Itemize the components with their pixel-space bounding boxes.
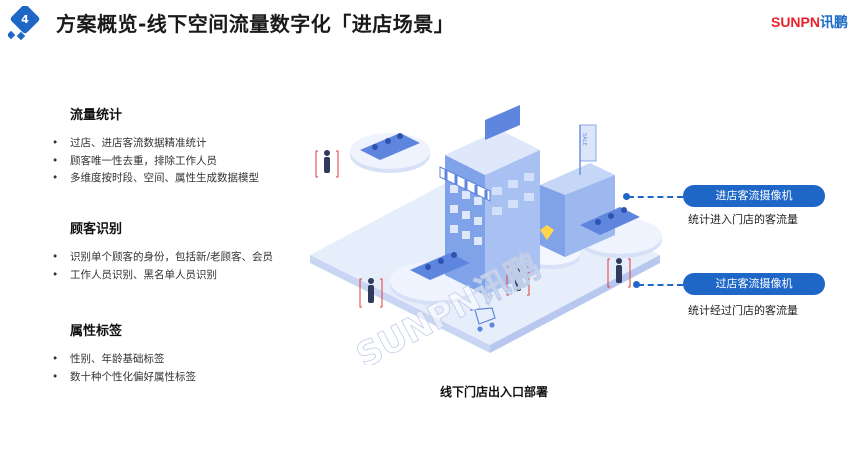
list-item: 多维度按时段、空间、属性生成数据模型 — [52, 170, 330, 188]
section-traffic-stats: 流量统计 过店、进店客流数据精准统计 顾客唯一性去重，排除工作人员 多维度按时段… — [52, 104, 330, 188]
section-attribute-tags: 属性标签 性别、年龄基础标签 数十种个性化偏好属性标签 — [52, 320, 330, 387]
entry-camera-label: 进店客流摄像机 — [683, 185, 825, 207]
section-title: 顾客识别 — [70, 222, 123, 237]
passby-camera-desc: 统计经过门店的客流量 — [688, 304, 798, 317]
list-item: 顾客唯一性去重，排除工作人员 — [52, 153, 330, 171]
list-item: 数十种个性化偏好属性标签 — [52, 369, 330, 387]
passby-camera-label: 过店客流摄像机 — [683, 273, 825, 295]
logo-cn: 讯鹏 — [820, 15, 848, 31]
list-item: 工作人员识别、黑名单人员识别 — [52, 267, 330, 285]
list-item: 过店、进店客流数据精准统计 — [52, 135, 330, 153]
connector-dot — [623, 193, 630, 200]
connector-dot — [633, 281, 640, 288]
store-illustration: SALE SUNPN讯鹏 — [310, 105, 662, 365]
page-title: 方案概览-线下空间流量数字化「进店场景」 — [56, 12, 455, 36]
logo-latin: SUNPN — [770, 14, 820, 30]
list-item: 识别单个顾客的身份，包括新/老顾客、会员 — [52, 249, 330, 267]
section-title: 流量统计 — [70, 108, 123, 123]
illustration-caption: 线下门店出入口部署 — [440, 385, 549, 399]
slide-number-badge: 4 — [8, 6, 40, 40]
slide-number: 4 — [21, 13, 29, 26]
section-title: 属性标签 — [70, 324, 123, 339]
connector-line — [638, 284, 683, 286]
entry-camera-desc: 统计进入门店的客流量 — [688, 213, 798, 226]
section-customer-recognition: 顾客识别 识别单个顾客的身份，包括新/老顾客、会员 工作人员识别、黑名单人员识别 — [52, 218, 330, 285]
list-item: 性别、年龄基础标签 — [52, 351, 330, 369]
brand-logo: SUNPN讯鹏 — [771, 12, 848, 32]
sale-sign: SALE — [581, 133, 587, 146]
connector-line — [628, 196, 683, 198]
